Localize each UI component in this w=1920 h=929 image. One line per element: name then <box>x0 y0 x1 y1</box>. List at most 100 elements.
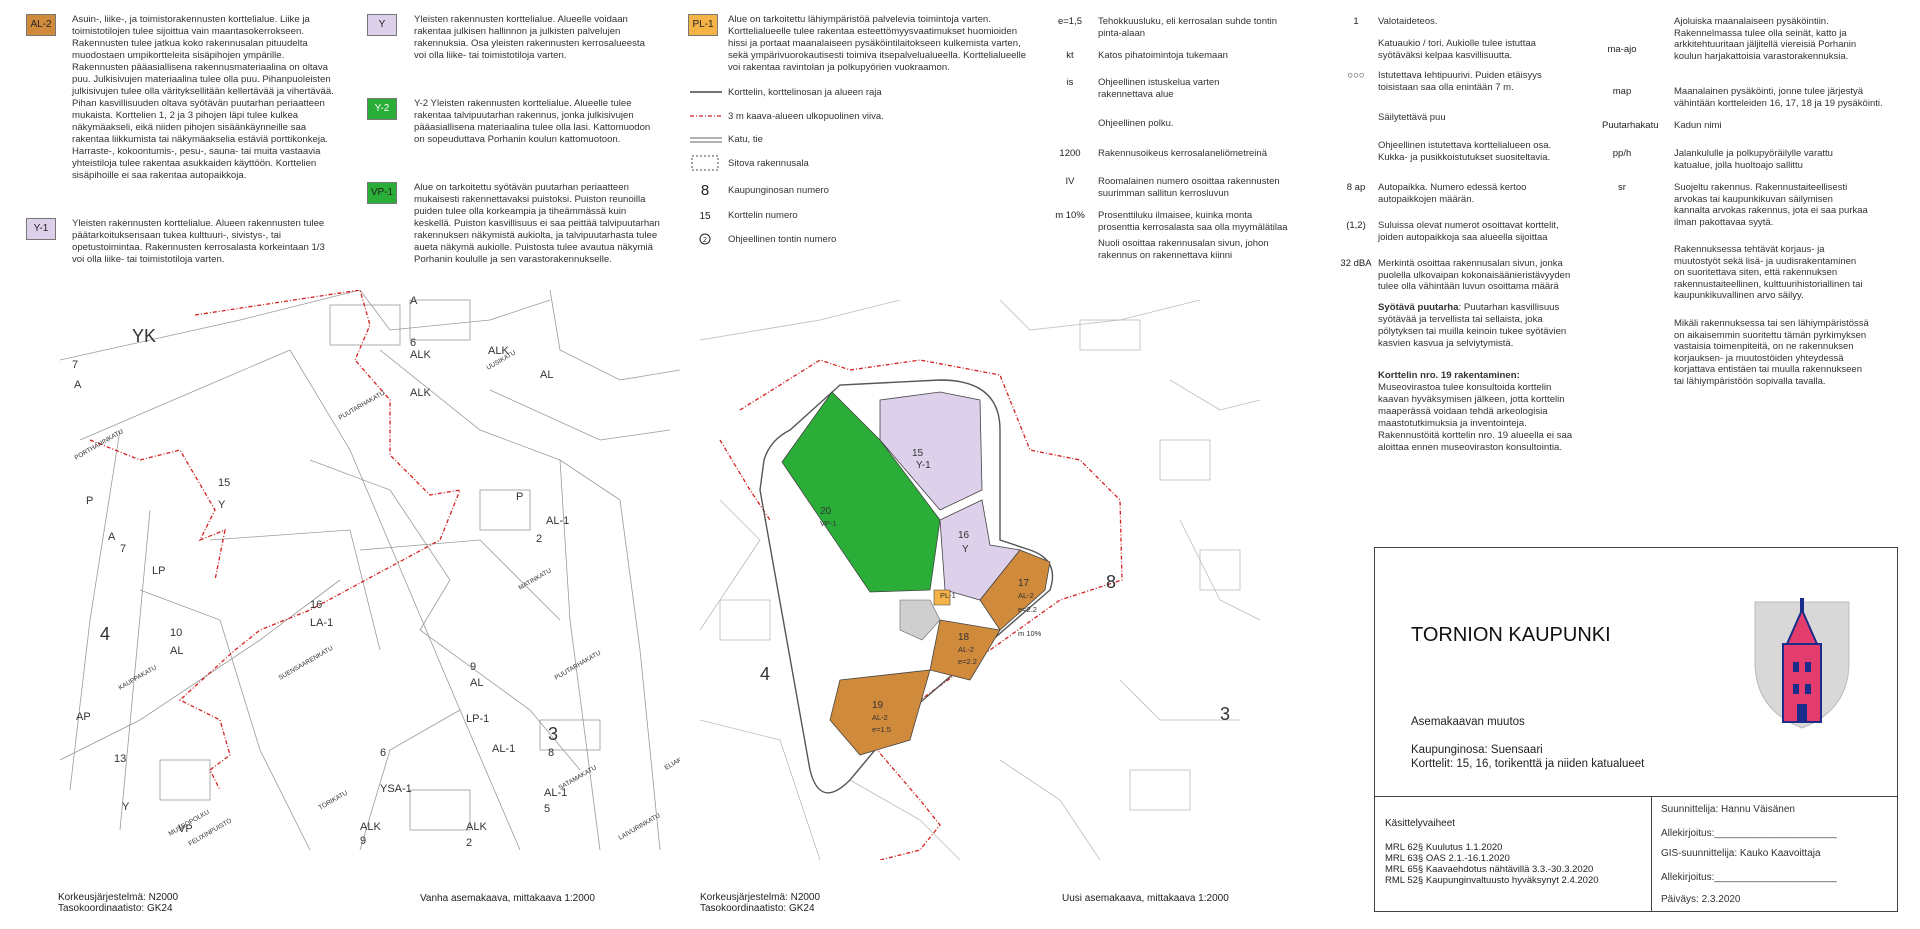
legend-al2-line: rakentaa liikkumista tai näkymäakselia e… <box>72 134 328 145</box>
title-city: TORNION KAUPUNKI <box>1411 624 1611 646</box>
new-map-label: 17 <box>1018 578 1030 589</box>
new-map-label: 8 <box>1106 572 1116 592</box>
legend-y2-line: pääasiallisena materiaalina tulee olla l… <box>414 122 651 133</box>
old-map-label: 8 <box>548 747 554 759</box>
old-map-label: AL-1 <box>492 743 515 755</box>
new-map-label: 4 <box>760 664 770 684</box>
legend4-symbol: e=1,5 <box>1057 16 1083 27</box>
legend-vp1-line: puiden tulee olla korkeampia ja tiheämmä… <box>414 206 627 217</box>
legend4-text: Katos pihatoimintoja tukemaan <box>1098 50 1228 61</box>
legend-row-street: Katu, tie <box>728 134 763 145</box>
legend6-text: Kadun nimi <box>1674 120 1722 131</box>
old-map-label: KAUPPAKATU <box>118 664 159 692</box>
legend-text-y: Yleisten rakennusten korttelialue. Aluee… <box>414 14 684 62</box>
legend-vp1-line: aueta näkymä aukiolle. Puistosta tulee a… <box>414 242 653 253</box>
old-map-label: AL <box>540 369 553 381</box>
legend-symbol-2: 2 <box>703 237 707 244</box>
legend-y2-line: on sopeuduttava Porhanin koulun kattomuo… <box>414 134 621 145</box>
notes-k19-line: maaperässä voidaan tehdä arkeologisia <box>1378 406 1548 417</box>
legend-pl1-line: Alue on tarkoitettu lähiympäristöä palve… <box>728 14 991 25</box>
legend-row-plot-number: Ohjeellinen tontin numero <box>728 234 837 245</box>
old-map-label: 7 <box>120 543 126 555</box>
title-date: Päiväys: 2.3.2020 <box>1661 894 1741 905</box>
old-map-label: PORTHANINKATU <box>74 428 125 462</box>
legend-y-line: voi olla liike- tai toimistotiloja varte… <box>414 50 567 61</box>
new-map-label: VP-1 <box>820 519 837 528</box>
legend4-text: Nuoli osoittaa rakennusalan sivun, johon… <box>1098 238 1269 261</box>
old-map-label: TORIKATU <box>318 789 350 811</box>
legend5-text: Merkintä osoittaa rakennusalan sivun, jo… <box>1378 258 1571 292</box>
legend5-symbol: 1 <box>1353 16 1359 27</box>
old-map-label: 9 <box>470 661 476 673</box>
old-map-label: SUENSAARENKATU <box>278 645 335 682</box>
legend-vp1-line: mukaisesti rakennettavaksi puistoksi. Pu… <box>414 194 646 205</box>
old-map-label: ALK <box>410 349 431 361</box>
old-map-label: 10 <box>170 627 182 639</box>
new-map-caption: Uusi asemakaava, mittakaava 1:2000 <box>1062 893 1229 904</box>
new-map-label: Y <box>962 544 969 555</box>
old-map-label: 13 <box>114 753 126 765</box>
legend-text-pl1: Alue on tarkoitettu lähiympäristöä palve… <box>728 14 1028 74</box>
legend-al2-line: mukaista. Korttelien 1, 2 ja 3 pihojen l… <box>72 110 299 121</box>
legend-swatch-y: Y <box>367 14 397 36</box>
legend-swatch-al2: AL-2 <box>26 14 56 36</box>
title-designer: Suunnittelija: Hannu Väisänen <box>1661 804 1795 815</box>
old-map-label: YSA-1 <box>380 783 412 795</box>
notes-syotava-line: syötävää ja tervellista tai sellaista, j… <box>1378 314 1543 325</box>
new-map-label: e=2.2 <box>1018 605 1037 614</box>
legend-swatch-y1: Y-1 <box>26 218 56 240</box>
old-map-label: A <box>74 379 82 391</box>
legend-y1-line: Yleisten rakennusten korttelialue. Aluee… <box>72 218 325 229</box>
notes-syotava-line: kasvien kasvua ja selviytymistä. <box>1378 338 1514 349</box>
old-map-label: LP-1 <box>466 713 489 725</box>
legend6-text: Maanalainen pysäköinti, jonne tulee järj… <box>1674 86 1883 109</box>
legend5-text: Säilytettävä puu <box>1378 112 1446 123</box>
legend-row-building-area: Sitova rakennusala <box>728 158 809 169</box>
old-map-label: Y <box>122 801 130 813</box>
block-17-al2 <box>979 549 1051 631</box>
legend-y-line: Yleisten rakennusten korttelialue. Aluee… <box>414 14 628 25</box>
new-map-label: PL-1 <box>940 591 956 600</box>
old-map-label: Y <box>218 499 226 511</box>
new-map-label: Y-1 <box>916 460 931 471</box>
legend4-symbol: 1200 <box>1059 148 1081 159</box>
title-sign2: Allekirjoitus:______________________ <box>1661 872 1837 883</box>
legend-swatch-vp1: VP-1 <box>367 182 397 204</box>
legend6-symbol: pp/h <box>1612 148 1632 159</box>
new-map-label: m 10% <box>1018 629 1042 638</box>
legend-swatch-y2: Y-2 <box>367 98 397 120</box>
old-map-label: A <box>108 531 116 543</box>
legend-line-symbols: 8 15 2 <box>690 91 722 245</box>
old-map-label: ALK <box>466 821 487 833</box>
notes-k19-title: Korttelin nro. 19 rakentaminen: <box>1378 370 1520 381</box>
old-map-label: P <box>516 491 523 503</box>
new-map-label: AL-2 <box>958 645 974 654</box>
notes-k19-line: kaavan hyväksymisen jälkeen, jotta kortt… <box>1378 394 1565 405</box>
title-stage-line: MRL 63§ OAS 2.1.-16.1.2020 <box>1385 853 1510 864</box>
legend5-symbol: 32 dBA <box>1340 258 1372 269</box>
old-map-label: AL <box>170 645 183 657</box>
legend4-symbol: is <box>1066 77 1074 88</box>
old-map-label: 3 <box>548 724 558 744</box>
new-map-label: 3 <box>1220 704 1230 724</box>
legend-swatch-pl1: PL-1 <box>688 14 718 36</box>
legend-row-district-number: Kaupunginosan numero <box>728 185 829 196</box>
new-map-label: 20 <box>820 506 832 517</box>
old-map-label: P <box>86 495 93 507</box>
legend5-symbol: (1,2) <box>1346 220 1366 231</box>
old-map-coordinate-system: Tasokoordinaatisto: GK24 <box>58 903 173 914</box>
old-map-label: AP <box>76 711 91 723</box>
old-map-label: A <box>410 295 418 307</box>
new-map-label: 18 <box>958 632 970 643</box>
old-map-label: 9 <box>360 835 366 847</box>
legend-row-block-number: Korttelin numero <box>728 210 798 221</box>
old-map-caption: Vanha asemakaava, mittakaava 1:2000 <box>420 893 595 904</box>
old-map-label: ELIAKSENKATU <box>664 741 681 772</box>
square-tori <box>899 599 941 641</box>
legend-text-y1: Yleisten rakennusten korttelialue. Aluee… <box>72 218 362 266</box>
